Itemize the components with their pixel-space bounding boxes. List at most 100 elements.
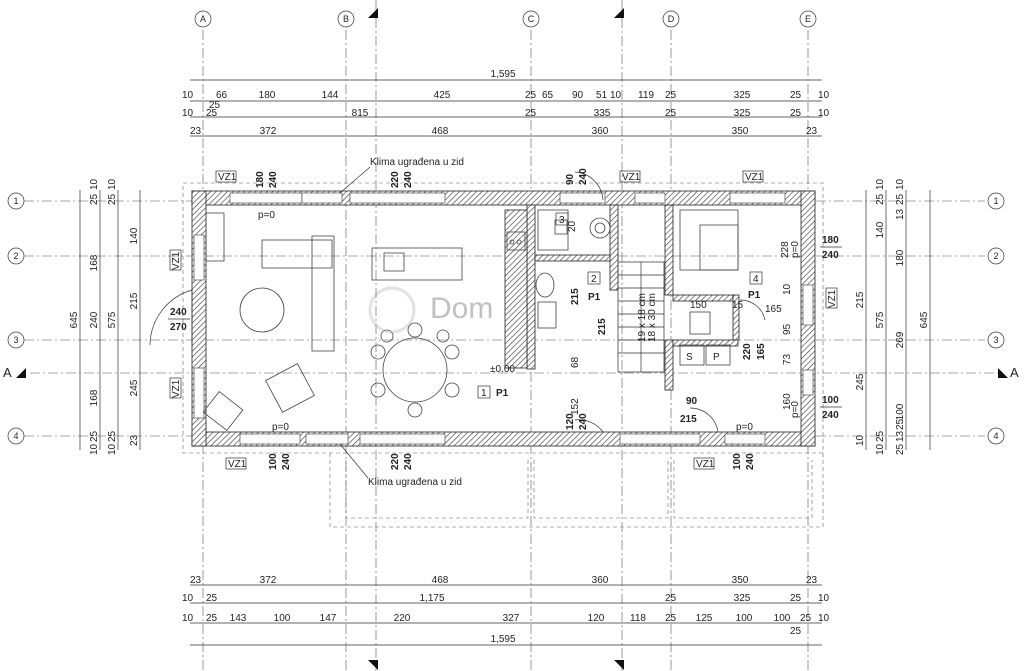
- column-bubbles: A B C D E: [194, 10, 817, 28]
- annotations: VZ1 VZ1 VZ1 VZ1 VZ1 VZ1 VZ1 VZ1 Klima ug…: [168, 157, 842, 488]
- dim-top-r3-5: 23: [806, 126, 818, 137]
- dim-top-r3-2: 468: [432, 126, 449, 137]
- section-label-left: A: [3, 365, 12, 380]
- dim-right-st-3: 25: [895, 193, 906, 205]
- cabinet: [205, 212, 225, 262]
- washer: [679, 344, 705, 366]
- dim-bot-r1-1: 372: [260, 575, 277, 586]
- op-240-i: 240: [822, 250, 839, 261]
- dim-bot-r3-2: 143: [230, 613, 247, 624]
- toilet-icon: [535, 272, 555, 298]
- dim-top-r3-4: 350: [732, 126, 749, 137]
- dim-left-outer: 645: [69, 311, 80, 328]
- op-220-b: 220: [390, 453, 401, 470]
- dim-right-mid-1: 180: [895, 249, 906, 266]
- section-arrow-right-icon: [998, 368, 1008, 378]
- dim-bot-r3-12: 100: [774, 613, 791, 624]
- dryer-label: P: [713, 352, 720, 363]
- col-label-e: E: [805, 14, 811, 24]
- dim-bot-r1-0: 23: [190, 575, 202, 586]
- dim-top-r2-5: 25: [665, 108, 677, 119]
- washer-label: S: [686, 352, 693, 363]
- dim-left-mid-1: 240: [89, 311, 100, 328]
- op-10: 10: [782, 283, 793, 295]
- dim-top-r1-1: 66: [216, 90, 228, 101]
- op-240-a: 240: [268, 171, 279, 188]
- col-label-c: C: [528, 14, 535, 24]
- dim-right-sb-4: 10: [855, 434, 866, 446]
- dim-top-r1-7: 90: [572, 90, 584, 101]
- dim-right-sb-2: 25: [895, 443, 906, 455]
- dim-top-r2-7: 25: [790, 108, 802, 119]
- bottom-dimensions: 23 372 468 360 350 23 10 25 1,175 25 325…: [182, 575, 830, 646]
- op-240-b: 240: [403, 171, 414, 188]
- watermark-logo-icon: [368, 286, 416, 334]
- dim-left-st-3: 10: [107, 178, 118, 190]
- op-15: 15: [732, 300, 744, 311]
- sill-p0-5: p=0: [790, 401, 801, 418]
- dim-left-st-1: 10: [89, 178, 100, 190]
- klima-label-top: Klima ugrađena u zid: [370, 157, 464, 168]
- dim-top-r2-3: 25: [525, 108, 537, 119]
- watermark: Dom: [368, 286, 493, 334]
- op-180-a: 180: [255, 171, 266, 188]
- dim-left-st-0: 25: [89, 193, 100, 205]
- dim-right-st-4: 10: [895, 178, 906, 190]
- dim-right-mid-0: 140: [875, 221, 886, 238]
- op-215-a: 215: [570, 288, 581, 305]
- dim-left-sb-3: 23: [129, 434, 140, 446]
- op-240-j: 240: [822, 410, 839, 421]
- watermark-text: Dom: [430, 292, 493, 325]
- dim-right-sb-5: 25: [895, 418, 906, 430]
- furniture: [202, 209, 739, 432]
- section-markers: A A: [3, 8, 1019, 670]
- dim-top-r1-14: 10: [818, 90, 830, 101]
- section-arrow-top-c-icon: [614, 8, 624, 18]
- op-160: 160: [782, 393, 793, 410]
- tag-vz1-7: VZ1: [228, 459, 247, 470]
- op-240-c: 240: [578, 168, 589, 185]
- dim-top-r2-0: 10: [182, 108, 194, 119]
- dim-bot-r2-6: 10: [818, 593, 830, 604]
- op-90-b: 90: [686, 396, 698, 407]
- room-4-number: 4: [753, 274, 759, 285]
- dim-left-mid2: 575: [107, 311, 118, 328]
- op-240-g: 240: [745, 453, 756, 470]
- dim-top-r1-10: 119: [638, 90, 654, 101]
- dim-bot-r3-9: 25: [665, 613, 677, 624]
- dim-top-r2-6: 325: [734, 108, 751, 119]
- dim-top-r1-9: 10: [610, 90, 622, 101]
- dim-right-mid2: 575: [875, 311, 886, 328]
- tag-vz1-3: VZ1: [745, 172, 764, 183]
- op-90-a: 90: [565, 173, 576, 185]
- sofa-back: [261, 239, 333, 269]
- section-arrow-bottom-c-icon: [614, 660, 624, 670]
- room-3-number: 3: [559, 215, 565, 226]
- tag-vz1-5: VZ1: [171, 379, 182, 398]
- op-240-e: 240: [403, 453, 414, 470]
- dim-top-r3-1: 372: [260, 126, 277, 137]
- dim-right-sb-3: 13: [895, 430, 906, 442]
- op-215-c: 215: [680, 414, 697, 425]
- dim-bot-r3-0: 10: [182, 613, 194, 624]
- dim-top-r3-0: 23: [190, 126, 202, 137]
- dim-right-inner-2: 100: [895, 403, 906, 420]
- op-150: 150: [690, 300, 707, 311]
- dim-top-r1-5: 25: [525, 90, 537, 101]
- dining-table: [382, 337, 448, 403]
- door-swings: [149, 171, 766, 433]
- op-165-b: 165: [756, 343, 767, 360]
- op-180-b: 180: [822, 235, 839, 246]
- op-240-d: 240: [281, 453, 292, 470]
- dim-bot-r3-6: 327: [503, 613, 520, 624]
- dim-bot-r3-4: 147: [320, 613, 337, 624]
- klima-label-bottom: Klima ugrađena u zid: [368, 477, 462, 488]
- sink-icon: [383, 252, 405, 272]
- dim-top-r1-13: 25: [790, 90, 802, 101]
- dim-top-r3-3: 360: [592, 126, 609, 137]
- col-label-a: A: [200, 14, 206, 24]
- tag-vz1-1: VZ1: [218, 172, 237, 183]
- dim-bot-r1-4: 350: [732, 575, 749, 586]
- op-120-a: 120: [565, 413, 576, 430]
- dim-bot-r3-10: 125: [696, 613, 713, 624]
